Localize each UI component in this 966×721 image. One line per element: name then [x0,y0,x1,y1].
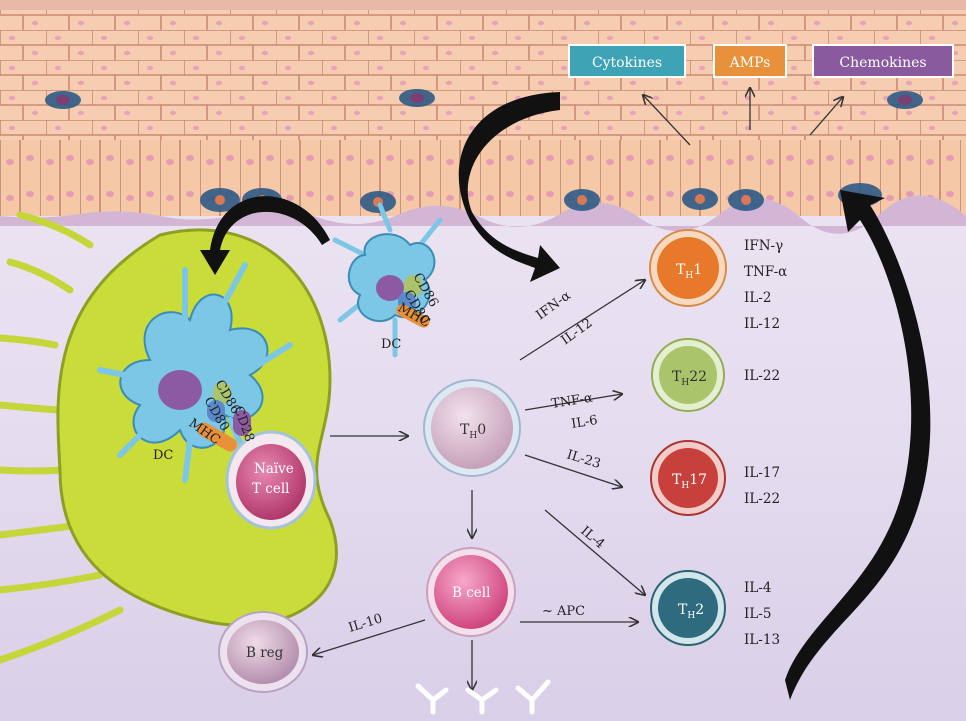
th17-cytokine-2: IL-22 [744,491,780,507]
dc-free-label: DC [381,337,401,352]
chemokines-box: Chemokines [812,44,954,78]
th17-cell [650,440,726,516]
th0-cell [423,379,521,477]
th1-cell [649,229,727,307]
th22-cytokine-1: IL-22 [744,368,780,384]
il10-label: IL-10 [347,611,385,635]
cytokines-box: Cytokines [568,44,686,78]
th2-cell [650,570,726,646]
naive-line2: T cell [252,481,289,497]
dc-bound-label: DC [153,448,173,463]
th2-cytokine-3: IL-13 [744,632,780,648]
dc-bound [97,262,293,483]
b-cell [426,547,516,637]
breg-label: B reg [246,645,284,661]
apc-label: ~ APC [542,604,585,619]
il12-label: IL-12 [559,316,596,349]
il23-label: IL-23 [565,447,603,471]
antibodies [415,679,551,715]
th22-label: TH22 [672,369,707,388]
th1-cytokines: IFN-γ TNF-α IL-2 IL-12 [744,238,787,332]
il6-label: IL-6 [570,413,598,432]
th17-cytokines: IL-17 IL-22 [744,465,780,507]
th2-label: TH2 [678,602,704,621]
epidermis-layer [0,0,966,234]
ifn-alpha-label: IFN-α [534,288,574,323]
bcell-label: B cell [452,585,490,601]
amps-box: AMPs [713,44,787,78]
thin-arrows [313,88,843,690]
th0-label: TH0 [460,422,486,441]
th22-cell [651,338,725,412]
th1-cytokine-4: IL-12 [744,316,780,332]
th1-cytokine-3: IL-2 [744,290,771,306]
th1-cytokine-2: TNF-α [744,264,787,280]
tnf-alpha-label: TNF-α [550,391,594,412]
th17-cytokine-1: IL-17 [744,465,780,481]
breg-cell [218,611,308,693]
il4-label: IL-4 [577,524,607,552]
naive-line1: Naïve [254,461,294,477]
th17-label: TH17 [672,472,707,491]
th2-cytokine-1: IL-4 [744,580,771,596]
th2-cytokine-2: IL-5 [744,606,771,622]
th2-cytokines: IL-4 IL-5 IL-13 [744,580,780,648]
th1-cytokine-1: IFN-γ [744,238,783,254]
th1-label: TH1 [676,262,702,281]
naive-t-cell [225,430,317,530]
curved-arrows [200,92,931,700]
